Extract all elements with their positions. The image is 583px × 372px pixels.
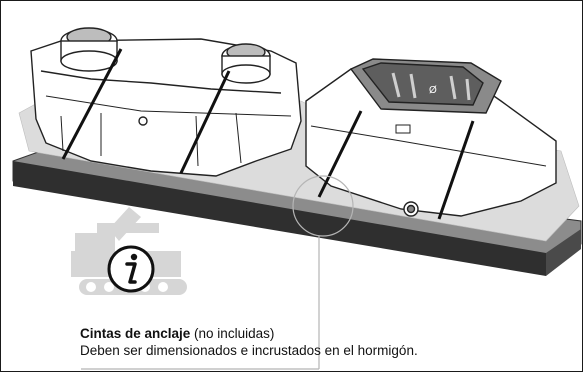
slab-side-edge bbox=[546, 229, 581, 276]
lid-label: Ø bbox=[429, 85, 437, 96]
anchor-strap-3 bbox=[317, 110, 363, 198]
callout-title: Cintas de anclaje bbox=[80, 326, 191, 341]
callout-title-line: Cintas de anclaje (no incluidas) bbox=[80, 325, 550, 342]
callout-title-suffix: (no incluidas) bbox=[190, 326, 275, 341]
left-tank bbox=[30, 27, 302, 177]
anchor-strap-4 bbox=[437, 120, 475, 220]
zoom-circle bbox=[292, 175, 354, 237]
left-tank-seam bbox=[40, 70, 282, 94]
right-tank: Ø bbox=[305, 58, 557, 220]
right-tank-rib bbox=[310, 125, 547, 167]
excavator-icon bbox=[71, 207, 187, 295]
anchor-strap-2 bbox=[179, 70, 231, 174]
left-tank-port bbox=[138, 116, 148, 126]
anchor-strap-1 bbox=[61, 48, 123, 160]
slab-front-edge bbox=[13, 161, 546, 276]
right-tank-badge bbox=[395, 124, 411, 134]
callout-caption: Cintas de anclaje (no incluidas) Deben s… bbox=[80, 325, 550, 359]
callout-description: Deben ser dimensionados e incrustados en… bbox=[80, 343, 418, 358]
left-tank-rib bbox=[45, 95, 292, 117]
info-icon bbox=[107, 245, 155, 293]
